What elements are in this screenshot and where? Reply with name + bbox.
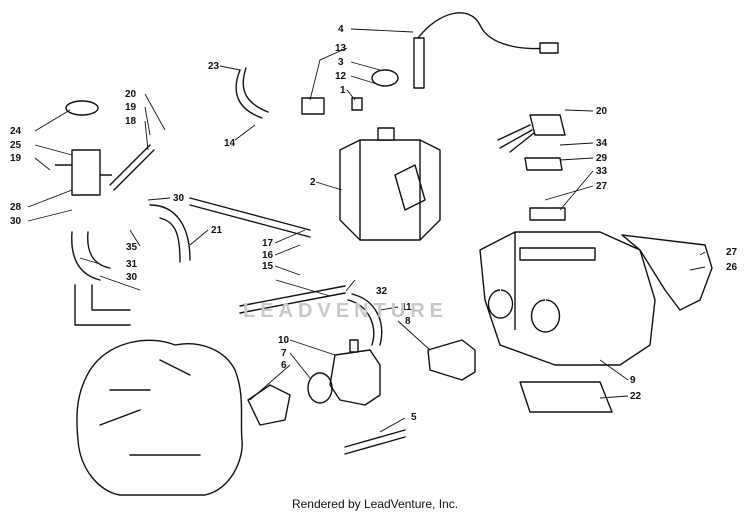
- intake-boot: [427, 339, 476, 381]
- watermark: LEADVENTURE: [243, 300, 449, 322]
- tank-bracket: [301, 97, 325, 115]
- callout-19b: 19: [10, 153, 22, 164]
- callout-14: 14: [224, 138, 236, 149]
- airbox: [479, 231, 656, 366]
- fuel-line-upper: [189, 197, 311, 238]
- callout-5: 5: [411, 412, 417, 423]
- hose-21: [149, 204, 191, 263]
- callout-6: 6: [281, 360, 287, 371]
- airbox-pad: [519, 381, 613, 413]
- callout-30: 30: [10, 216, 22, 227]
- callout-24: 24: [10, 126, 22, 137]
- oil-tank: [339, 139, 441, 241]
- airbox-cover: [621, 234, 713, 311]
- callout-30c: 30: [126, 272, 138, 283]
- callout-30b: 30: [173, 193, 185, 204]
- level-sensor: [413, 37, 425, 89]
- bracket-33: [529, 207, 566, 221]
- callout-32: 32: [376, 286, 388, 297]
- fuel-line-5: [344, 429, 406, 455]
- callout-27b: 27: [726, 247, 738, 258]
- callout-21: 21: [211, 225, 223, 236]
- callout-22: 22: [630, 391, 642, 402]
- callout-10: 10: [278, 335, 290, 346]
- callout-26: 26: [726, 262, 738, 273]
- solenoid-wires: [497, 124, 535, 153]
- leader-lines: [27, 28, 706, 433]
- carb-flange: [247, 384, 291, 426]
- hose-elbow-lower: [74, 284, 131, 326]
- fuel-line-11: [347, 293, 383, 346]
- level-sensor-wire: [417, 12, 546, 50]
- callout-18: 18: [125, 116, 137, 127]
- callout-19: 19: [125, 102, 137, 113]
- level-sensor-plug: [539, 42, 559, 54]
- callout-16: 16: [262, 250, 274, 261]
- callout-2: 2: [310, 177, 316, 188]
- callout-35: 35: [126, 242, 138, 253]
- callout-31: 31: [126, 259, 138, 270]
- tank-fitting: [351, 97, 363, 111]
- solenoid: [529, 114, 566, 136]
- hose-31: [71, 231, 111, 281]
- callout-4: 4: [338, 24, 344, 35]
- callout-33: 33: [596, 166, 608, 177]
- engine-block: [76, 339, 243, 496]
- thermostat-housing: [55, 149, 112, 196]
- footer-credit: Rendered by LeadVenture, Inc.: [291, 497, 459, 511]
- tank-cap: [371, 69, 399, 87]
- fuel-line-lower: [239, 285, 346, 314]
- callout-29: 29: [596, 153, 608, 164]
- rod-18: [109, 144, 155, 191]
- callout-23: 23: [208, 61, 220, 72]
- carb-clamp: [307, 372, 333, 404]
- callout-27: 27: [596, 181, 608, 192]
- callout-15: 15: [262, 261, 274, 272]
- callout-9: 9: [630, 375, 636, 386]
- carburetor: [329, 339, 381, 406]
- callout-3: 3: [338, 57, 344, 68]
- fuel-line-23: [235, 67, 269, 119]
- callout-12: 12: [335, 71, 347, 82]
- callout-20b: 20: [596, 106, 608, 117]
- cap-gasket: [377, 127, 395, 141]
- callout-7: 7: [281, 348, 287, 359]
- bracket-29: [524, 157, 563, 171]
- callout-1: 1: [340, 85, 346, 96]
- callout-13: 13: [335, 43, 347, 54]
- callout-28: 28: [10, 202, 22, 213]
- callout-20: 20: [125, 89, 137, 100]
- callout-34: 34: [596, 138, 608, 149]
- callout-11: 11: [401, 302, 412, 313]
- callout-8: 8: [405, 316, 411, 327]
- callout-25: 25: [10, 140, 22, 151]
- radiator-cap: [65, 100, 99, 116]
- callout-17: 17: [262, 238, 274, 249]
